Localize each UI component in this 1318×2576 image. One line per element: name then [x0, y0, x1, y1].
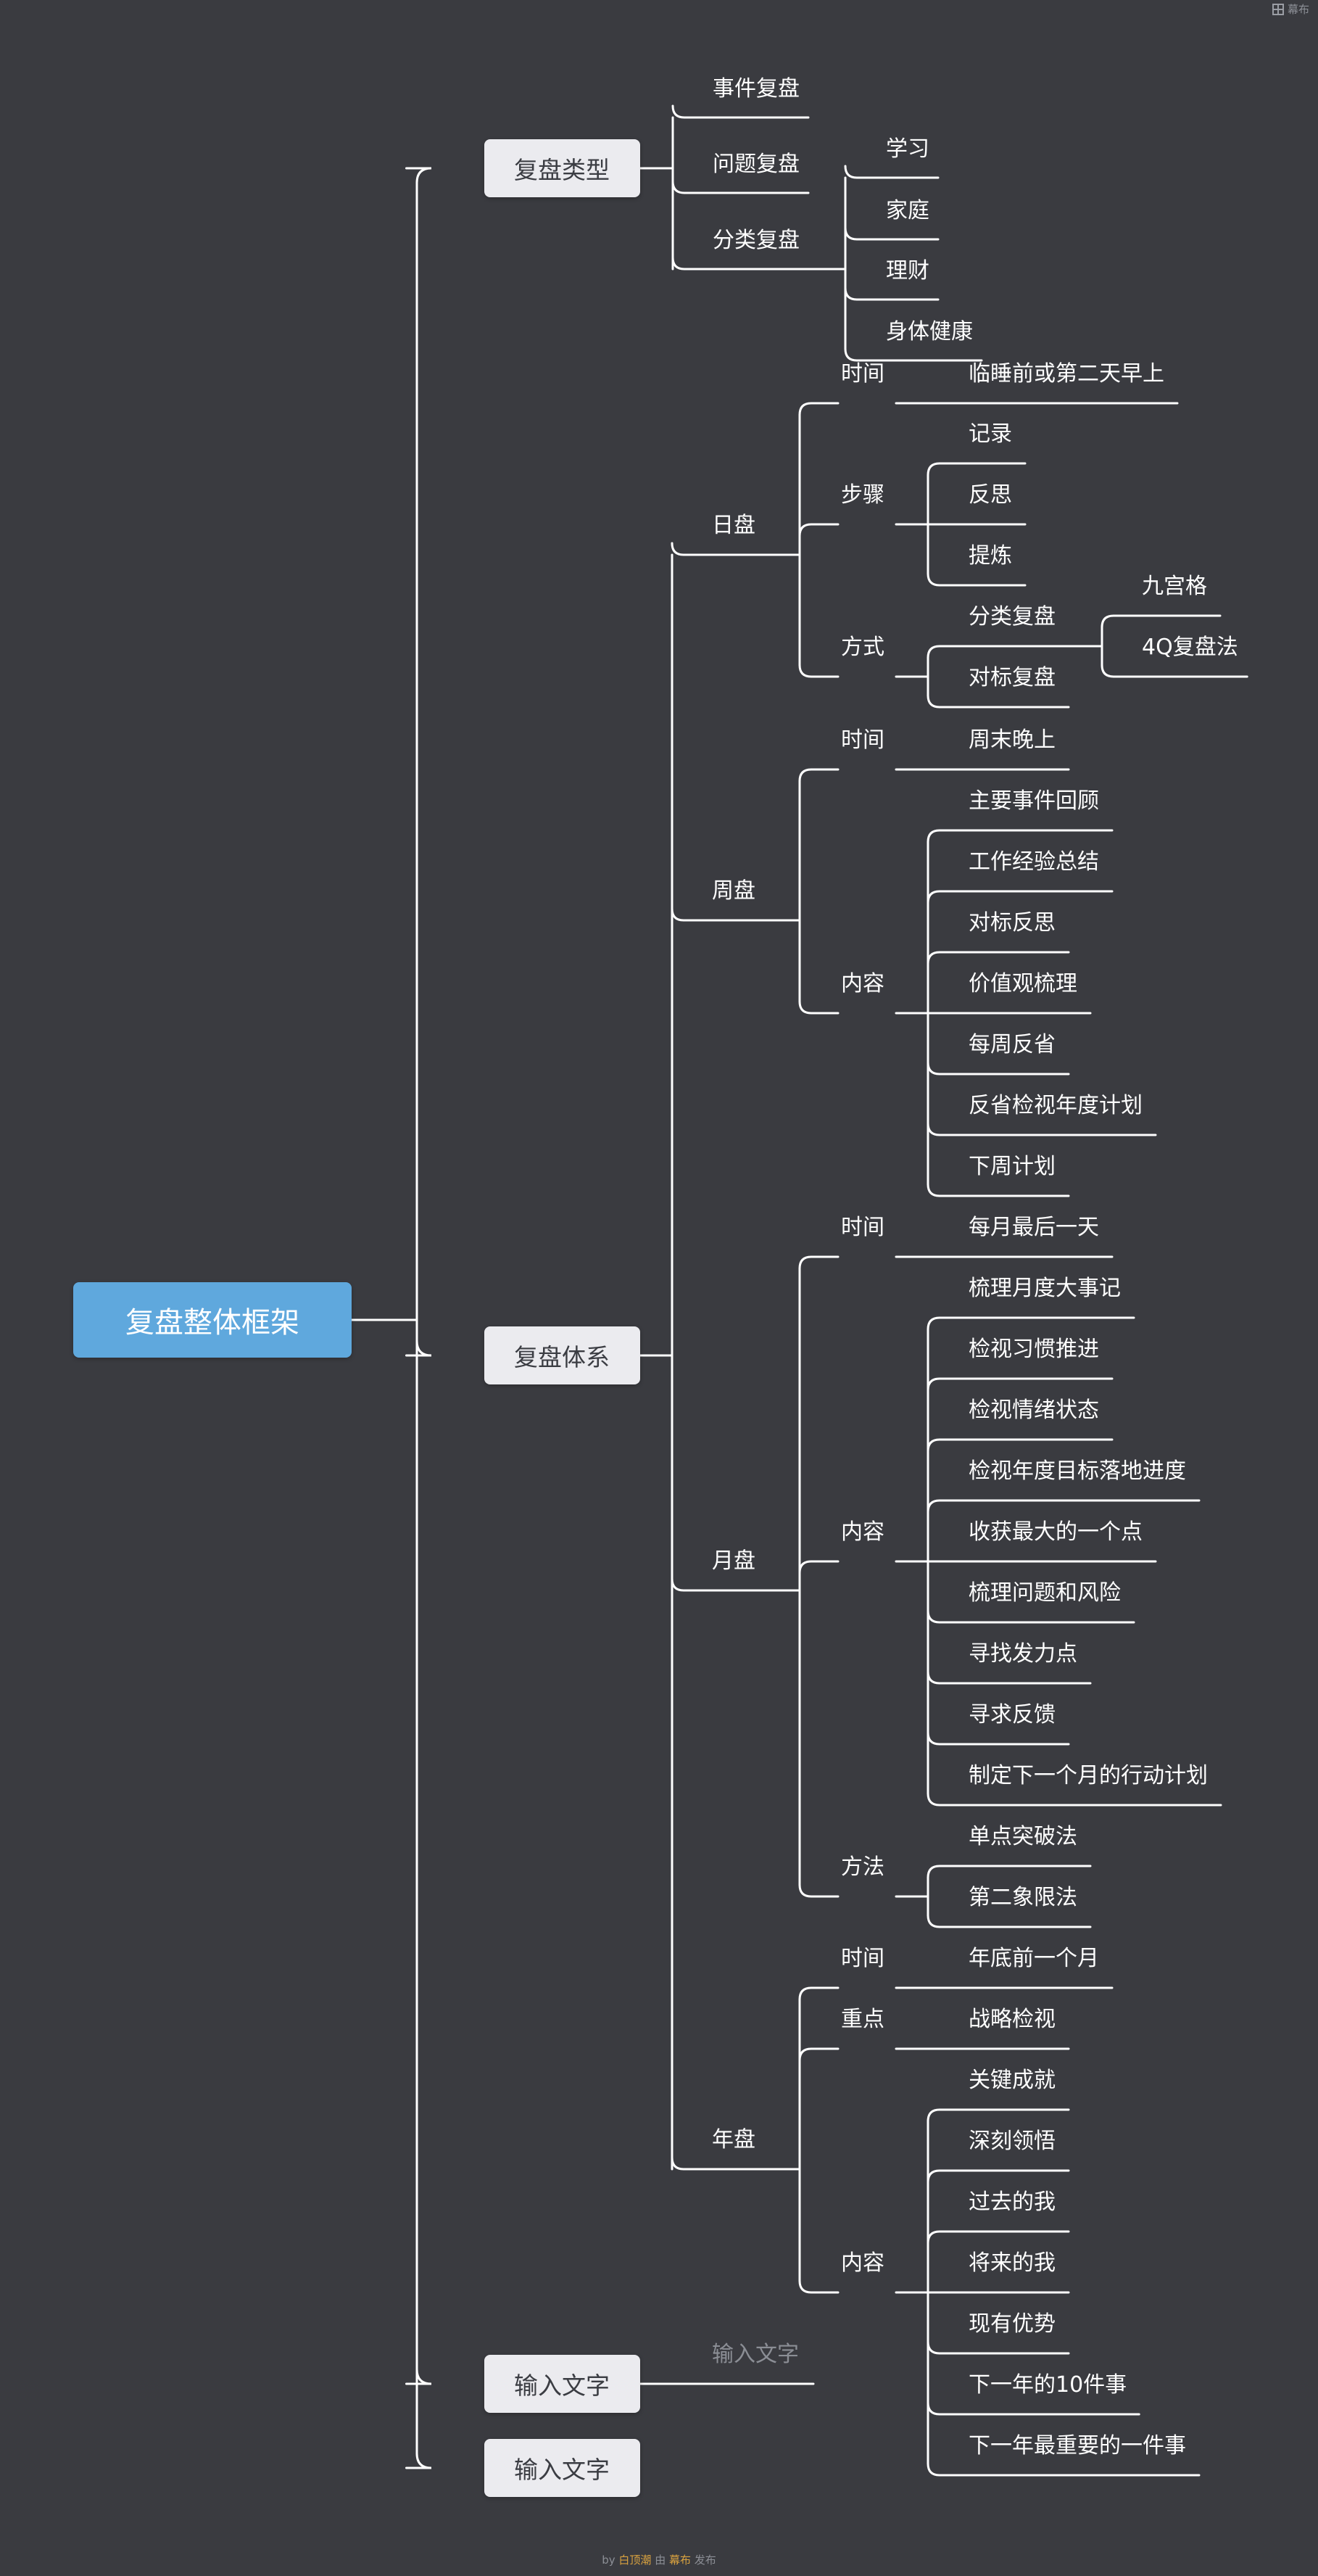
category-2-label[interactable]: 理财 [886, 258, 929, 284]
period-3-label[interactable]: 年盘 [712, 2127, 755, 2152]
year-focus-0-label[interactable]: 战略检视 [969, 2007, 1056, 2032]
year-content-1-label[interactable]: 深刻领悟 [969, 2129, 1056, 2154]
mubu-brand: 幕布 [1272, 1, 1309, 17]
day-step-1-label[interactable]: 反思 [969, 482, 1012, 508]
period-2-label[interactable]: 月盘 [712, 1548, 755, 1574]
day-time-0-label[interactable]: 临睡前或第二天早上 [969, 361, 1164, 387]
month-content-5-label[interactable]: 梳理问题和风险 [969, 1580, 1121, 1606]
year-content-5-label[interactable]: 下一年的10件事 [969, 2372, 1127, 2398]
branch-3-node[interactable]: 输入文字 [484, 2439, 640, 2497]
week-content-label[interactable]: 内容 [841, 971, 884, 996]
branch-0-node[interactable]: 复盘类型 [484, 139, 640, 197]
month-content-2-label[interactable]: 检视情绪状态 [969, 1398, 1099, 1423]
footer-credit: by 白顶潮 由 幕布 发布 [602, 2554, 716, 2567]
category-1-label[interactable]: 家庭 [886, 198, 929, 223]
year-content-2-label[interactable]: 过去的我 [969, 2189, 1056, 2215]
type-0-label[interactable]: 事件复盘 [713, 76, 800, 102]
week-time-label[interactable]: 时间 [841, 727, 884, 753]
day-method-0-label[interactable]: 分类复盘 [969, 604, 1056, 629]
week-content-2-label[interactable]: 对标反思 [969, 910, 1056, 936]
category-3-label[interactable]: 身体健康 [886, 319, 973, 344]
type-1-label[interactable]: 问题复盘 [713, 152, 800, 177]
day-time-label[interactable]: 时间 [841, 361, 884, 387]
month-content-0-label[interactable]: 梳理月度大事记 [969, 1276, 1121, 1301]
type-2-label[interactable]: 分类复盘 [713, 228, 800, 253]
week-time-0-label[interactable]: 周末晚上 [969, 727, 1056, 753]
day-steps-label[interactable]: 步骤 [841, 482, 884, 508]
month-content-3-label[interactable]: 检视年度目标落地进度 [969, 1458, 1186, 1484]
month-content-8-label[interactable]: 制定下一个月的行动计划 [969, 1763, 1208, 1788]
month-method-1-label[interactable]: 第二象限法 [969, 1885, 1077, 1910]
week-content-1-label[interactable]: 工作经验总结 [969, 849, 1099, 875]
month-content-7-label[interactable]: 寻求反馈 [969, 1702, 1056, 1727]
branch-2-node[interactable]: 输入文字 [484, 2355, 640, 2413]
week-content-4-label[interactable]: 每周反省 [969, 1032, 1056, 1057]
day-method-label[interactable]: 方式 [841, 635, 884, 660]
day-method-1-label[interactable]: 对标复盘 [969, 665, 1056, 690]
year-content-0-label[interactable]: 关键成就 [969, 2068, 1056, 2093]
year-content-4-label[interactable]: 现有优势 [969, 2311, 1056, 2337]
period-0-label[interactable]: 日盘 [712, 513, 755, 538]
mubu-footer-brand: 幕布 [668, 2554, 691, 2567]
year-focus-label[interactable]: 重点 [841, 2007, 884, 2032]
year-time-0-label[interactable]: 年底前一个月 [969, 1946, 1099, 1971]
month-method-0-label[interactable]: 单点突破法 [969, 1824, 1077, 1849]
month-content-label[interactable]: 内容 [841, 1519, 884, 1545]
month-content-1-label[interactable]: 检视习惯推进 [969, 1337, 1099, 1362]
period-1-label[interactable]: 周盘 [712, 878, 755, 904]
quadrant-1-label[interactable]: 4Q复盘法 [1142, 635, 1238, 660]
week-content-0-label[interactable]: 主要事件回顾 [969, 788, 1099, 814]
branch-1-node[interactable]: 复盘体系 [484, 1326, 640, 1384]
input-text-placeholder[interactable]: 输入文字 [712, 2342, 799, 2367]
brand-label: 幕布 [1287, 3, 1309, 16]
month-time-label[interactable]: 时间 [841, 1215, 884, 1240]
week-content-5-label[interactable]: 反省检视年度计划 [969, 1093, 1143, 1118]
month-method-label[interactable]: 方法 [841, 1854, 884, 1880]
day-step-0-label[interactable]: 记录 [969, 421, 1012, 447]
week-content-3-label[interactable]: 价值观梳理 [969, 971, 1077, 996]
root-node[interactable]: 复盘整体框架 [73, 1282, 352, 1358]
month-content-4-label[interactable]: 收获最大的一个点 [969, 1519, 1143, 1545]
day-step-2-label[interactable]: 提炼 [969, 543, 1012, 569]
category-0-label[interactable]: 学习 [886, 136, 929, 162]
month-content-6-label[interactable]: 寻找发力点 [969, 1641, 1077, 1667]
month-time-0-label[interactable]: 每月最后一天 [969, 1215, 1099, 1240]
mindmap-logo-icon [1272, 3, 1284, 15]
quadrant-0-label[interactable]: 九宫格 [1142, 574, 1207, 599]
year-content-6-label[interactable]: 下一年最重要的一件事 [969, 2433, 1186, 2459]
year-content-3-label[interactable]: 将来的我 [969, 2250, 1056, 2276]
week-content-6-label[interactable]: 下周计划 [969, 1154, 1056, 1179]
year-time-label[interactable]: 时间 [841, 1946, 884, 1971]
year-content-label[interactable]: 内容 [841, 2250, 884, 2276]
